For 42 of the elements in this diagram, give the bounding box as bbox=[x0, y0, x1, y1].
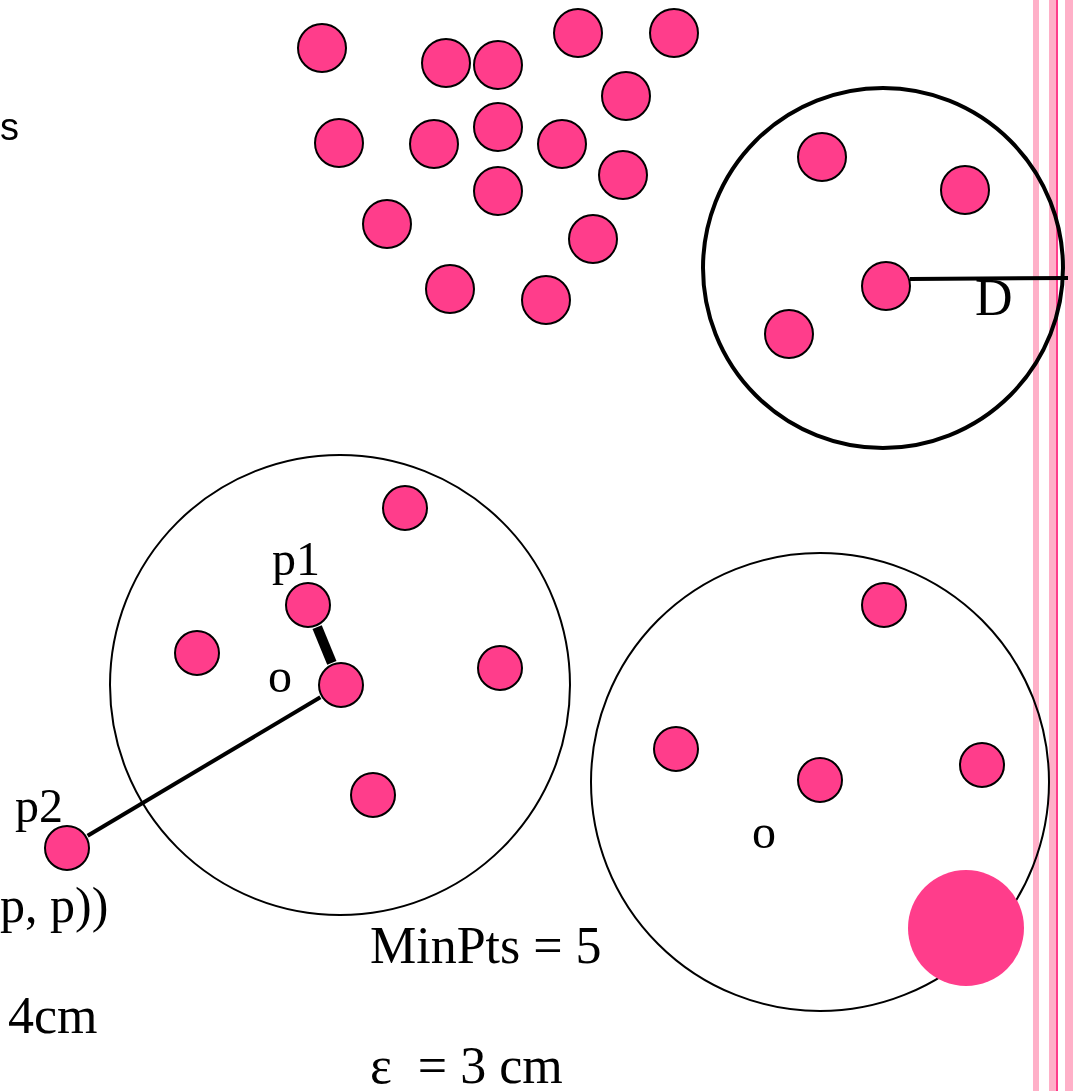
circle-point bbox=[318, 662, 364, 708]
point-label: o bbox=[268, 652, 292, 700]
text-label: s bbox=[0, 108, 19, 146]
circle-point bbox=[473, 166, 523, 216]
connector-line bbox=[312, 625, 337, 665]
neighborhood-circle bbox=[109, 454, 571, 916]
circle-point bbox=[297, 23, 347, 73]
text-label: 4cm bbox=[8, 990, 98, 1042]
circle-point bbox=[473, 40, 523, 90]
circle-point bbox=[553, 8, 603, 58]
connector-line bbox=[86, 695, 322, 838]
circle-point bbox=[174, 630, 220, 676]
circle-point bbox=[861, 261, 911, 311]
circle-point bbox=[797, 757, 843, 803]
text-label: MinPts = 5 bbox=[370, 920, 602, 972]
circle-point bbox=[521, 275, 571, 325]
point-label: o bbox=[752, 808, 776, 856]
circle-point bbox=[382, 485, 428, 531]
circle-point bbox=[473, 102, 523, 152]
text-label: ε = 3 cm bbox=[370, 1040, 563, 1091]
circle-point bbox=[601, 71, 651, 121]
circle-point bbox=[649, 8, 699, 58]
circle-point bbox=[477, 645, 523, 691]
circle-point bbox=[940, 165, 990, 215]
point-label: p1 bbox=[272, 535, 320, 583]
circle-point bbox=[959, 742, 1005, 788]
text-label: D bbox=[975, 272, 1013, 324]
circle-point bbox=[362, 199, 412, 249]
point-label: p2 bbox=[15, 782, 63, 830]
circle-point bbox=[350, 772, 396, 818]
circle-point bbox=[861, 582, 907, 628]
circle-point bbox=[653, 726, 699, 772]
circle-point bbox=[421, 38, 471, 88]
circle-point bbox=[425, 264, 475, 314]
circle-point bbox=[314, 118, 364, 168]
circle-point bbox=[537, 119, 587, 169]
circle-point bbox=[764, 309, 814, 359]
circle-point bbox=[568, 214, 618, 264]
circle-point bbox=[797, 132, 847, 182]
neighborhood-circle bbox=[701, 86, 1065, 450]
circle-point bbox=[598, 150, 648, 200]
circle-point bbox=[409, 119, 459, 169]
